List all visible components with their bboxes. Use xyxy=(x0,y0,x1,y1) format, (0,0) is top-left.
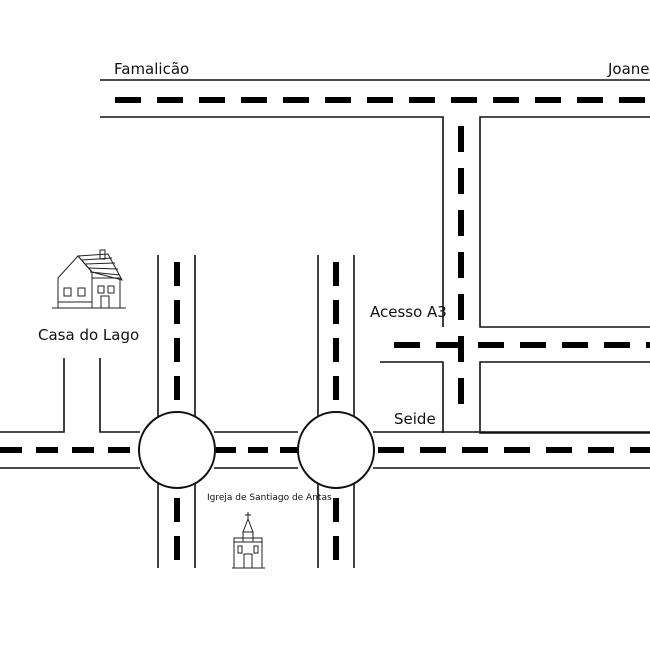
label-seide: Seide xyxy=(394,410,436,428)
label-igreja: Igreja de Santiago de Antas xyxy=(207,493,332,503)
label-famalicao: Famalicão xyxy=(114,60,189,78)
connector-road xyxy=(380,126,650,434)
church-icon xyxy=(232,512,265,569)
main-road xyxy=(0,358,650,469)
label-casa-do-lago: Casa do Lago xyxy=(38,326,139,344)
label-acesso-a3: Acesso A3 xyxy=(370,303,447,321)
roundabout-right xyxy=(297,411,375,489)
label-joane: Joane xyxy=(607,60,650,78)
roundabout-left xyxy=(138,411,216,489)
left-vertical-road xyxy=(157,255,196,568)
right-vertical-road xyxy=(317,255,355,568)
house-icon xyxy=(52,249,126,309)
top-road xyxy=(100,79,650,328)
